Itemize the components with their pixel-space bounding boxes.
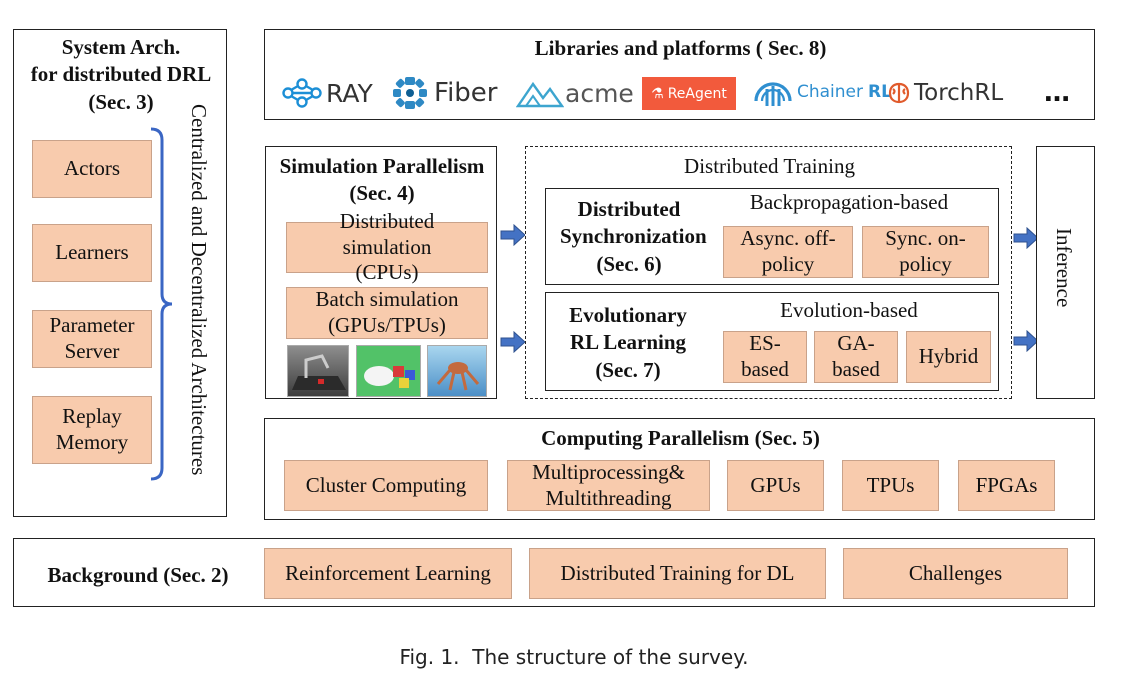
tpus-item: TPUs [842,460,939,511]
hybrid-item: Hybrid [906,331,991,383]
async-off-policy-item: Async. off-policy [723,226,853,278]
es-based-item: ES-based [723,331,807,383]
system-arch-title-line1: System Arch. [61,35,181,59]
ga-based-item: GA-based [814,331,898,383]
acme-icon [516,81,564,108]
inference-label: Inference [1052,228,1076,308]
distributed-training-title: Distributed Training [684,154,855,178]
batch-simulation-item: Batch simulation (GPUs/TPUs) [286,287,488,339]
flask-icon: ⚗ [651,85,664,102]
arrow-right-icon [500,224,526,246]
ellipsis-text: … [1044,78,1070,108]
acme-logo: acme [516,76,634,110]
sync-title: Distributed Synchronization (Sec. 6) [560,197,707,276]
simulation-title: Simulation Parallelism (Sec. 4) [266,153,498,208]
sync-on-policy-item: Sync. on-policy [862,226,989,278]
architectures-vertical-label: Centralized and Decentralized Architectu… [187,104,211,476]
figure-caption: Fig. 1. The structure of the survey. [399,645,749,669]
system-arch-title-line3: (Sec. 3) [88,89,154,114]
cluster-computing-item: Cluster Computing [284,460,488,511]
sim-image-ant [427,345,487,397]
simulation-title-line2: (Sec. 4) [349,181,415,206]
chainerrl-logo: Chainer RL [752,74,892,110]
ray-logo: RAY [282,76,373,110]
computing-title: Computing Parallelism (Sec. 5) [541,426,820,450]
rl-text: RL [868,82,892,102]
inference-box [1036,146,1095,399]
reinforcement-learning-item: Reinforcement Learning [264,548,512,599]
reagent-text: ReAgent [667,85,727,102]
fiber-logo: Fiber [392,75,497,111]
system-arch-title-line2: for distributed DRL [30,62,212,87]
evo-title: Evolutionary RL Learning (Sec. 7) [569,303,687,382]
reagent-logo: ⚗ ReAgent [642,77,736,110]
acme-text: acme [565,78,634,108]
libraries-title: Libraries and platforms ( Sec. 8) [534,36,827,60]
arrow-right-icon [1013,330,1039,352]
torchrl-icon [888,82,910,104]
learners-item: Learners [32,224,152,282]
challenges-item: Challenges [843,548,1068,599]
gpus-item: GPUs [727,460,824,511]
fpgas-item: FPGAs [958,460,1055,511]
evo-subtitle: Evolution-based [780,298,918,322]
chainer-text: Chainer [797,82,864,102]
arrow-right-icon [500,331,526,353]
arrow-right-icon [1013,227,1039,249]
sim-image-robot-arm [287,345,349,397]
fiber-icon [393,77,427,109]
torchrl-logo: TorchRL [888,76,1003,110]
more-ellipsis: … [1044,76,1070,110]
parameter-server-item: Parameter Server [32,310,152,368]
distributed-simulation-item: Distributed simulation (CPUs) [286,209,488,284]
ray-text: RAY [326,78,373,108]
distributed-training-dl-item: Distributed Training for DL [529,548,826,599]
chainer-icon [754,82,792,106]
multiprocessing-item: Multiprocessing& Multithreading [507,460,710,511]
replay-memory-item: Replay Memory [32,396,152,464]
torchrl-text: TorchRL [914,80,1004,106]
sim-image-cubes [356,345,421,397]
simulation-title-line1: Simulation Parallelism [279,154,485,178]
actors-item: Actors [32,140,152,198]
fiber-text: Fiber [434,78,498,108]
ray-icon [282,78,322,108]
system-arch-title: System Arch. for distributed DRL (Sec. 3… [14,34,228,116]
sync-subtitle: Backpropagation-based [749,190,949,214]
brace-icon [150,127,173,481]
background-title: Background (Sec. 2) [47,563,229,587]
